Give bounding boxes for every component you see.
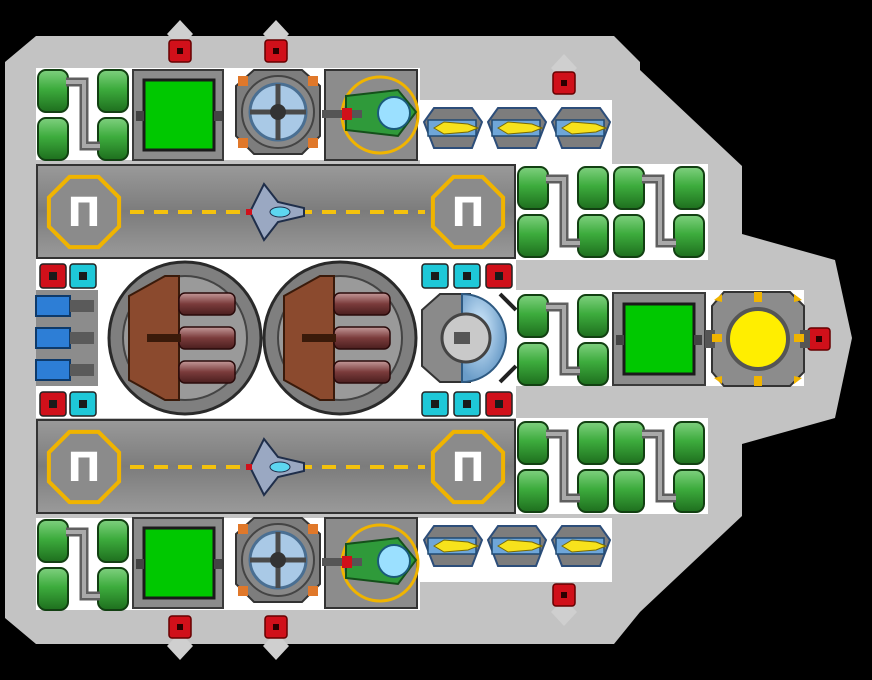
sensor-node[interactable]	[39, 391, 67, 417]
twin-cannon-top[interactable]	[322, 69, 420, 161]
weapon-port-group	[167, 20, 831, 660]
command-screen-top[interactable]	[132, 69, 224, 161]
fighter-group	[246, 182, 305, 497]
heavy-turret-group	[107, 260, 418, 416]
landing-pad-group: Π Π Π Π	[46, 174, 506, 505]
weapon-port[interactable]	[167, 615, 193, 660]
weapon-port[interactable]	[263, 615, 289, 660]
missile-pod[interactable]	[486, 107, 548, 149]
sensor-node[interactable]	[485, 263, 513, 289]
weapon-port[interactable]	[551, 583, 577, 626]
fuel-tank-cluster[interactable]	[613, 421, 705, 513]
fuel-tank-cluster[interactable]	[517, 421, 609, 513]
sensor-node[interactable]	[453, 391, 481, 417]
landing-pad[interactable]: Π	[46, 429, 122, 505]
command-screen-right[interactable]	[612, 292, 706, 386]
engine-thruster	[35, 359, 94, 381]
landing-pad-glyph: Π	[67, 190, 100, 236]
command-screen-bottom[interactable]	[132, 517, 224, 609]
sensor-node[interactable]	[421, 263, 449, 289]
heavy-turret[interactable]	[107, 260, 263, 416]
shield-generator-top[interactable]	[235, 69, 321, 155]
sensor-node[interactable]	[39, 263, 67, 289]
heavy-turret[interactable]	[262, 260, 418, 416]
weapon-port[interactable]	[551, 54, 577, 95]
fuel-tank-cluster[interactable]	[37, 519, 129, 611]
fuel-tank-cluster[interactable]	[517, 166, 609, 258]
landing-pad-glyph: Π	[451, 445, 484, 491]
missile-pod[interactable]	[486, 525, 548, 567]
landing-pad[interactable]: Π	[46, 174, 122, 250]
landing-pad-glyph: Π	[451, 190, 484, 236]
radar-dome[interactable]	[421, 292, 518, 384]
missile-pod-group	[422, 107, 612, 567]
landing-pad[interactable]: Π	[430, 429, 506, 505]
engine-thruster	[35, 327, 94, 349]
fuel-tank-cluster[interactable]	[517, 294, 609, 386]
fuel-tank-cluster[interactable]	[37, 69, 129, 161]
fuel-tank-group	[37, 69, 705, 611]
sensor-node[interactable]	[69, 263, 97, 289]
weapon-port[interactable]	[263, 20, 289, 63]
reactor-core[interactable]	[705, 291, 810, 387]
fighter-ship[interactable]	[246, 437, 305, 497]
sensor-node[interactable]	[485, 391, 513, 417]
twin-cannon-bottom[interactable]	[322, 517, 420, 609]
engine-block	[35, 290, 98, 386]
missile-pod[interactable]	[422, 107, 484, 149]
sensor-node[interactable]	[453, 263, 481, 289]
sensor-node-group	[39, 263, 513, 417]
fuel-tank-cluster[interactable]	[613, 166, 705, 258]
missile-pod[interactable]	[422, 525, 484, 567]
landing-pad[interactable]: Π	[430, 174, 506, 250]
weapon-port[interactable]	[167, 20, 193, 63]
sensor-node[interactable]	[421, 391, 449, 417]
fighter-ship[interactable]	[246, 182, 305, 242]
missile-pod[interactable]	[550, 107, 612, 149]
missile-pod[interactable]	[550, 525, 612, 567]
landing-pad-glyph: Π	[67, 445, 100, 491]
sensor-node[interactable]	[69, 391, 97, 417]
shield-generator-bottom[interactable]	[235, 517, 321, 603]
engine-thruster	[35, 295, 94, 317]
weapon-port[interactable]	[807, 327, 831, 351]
